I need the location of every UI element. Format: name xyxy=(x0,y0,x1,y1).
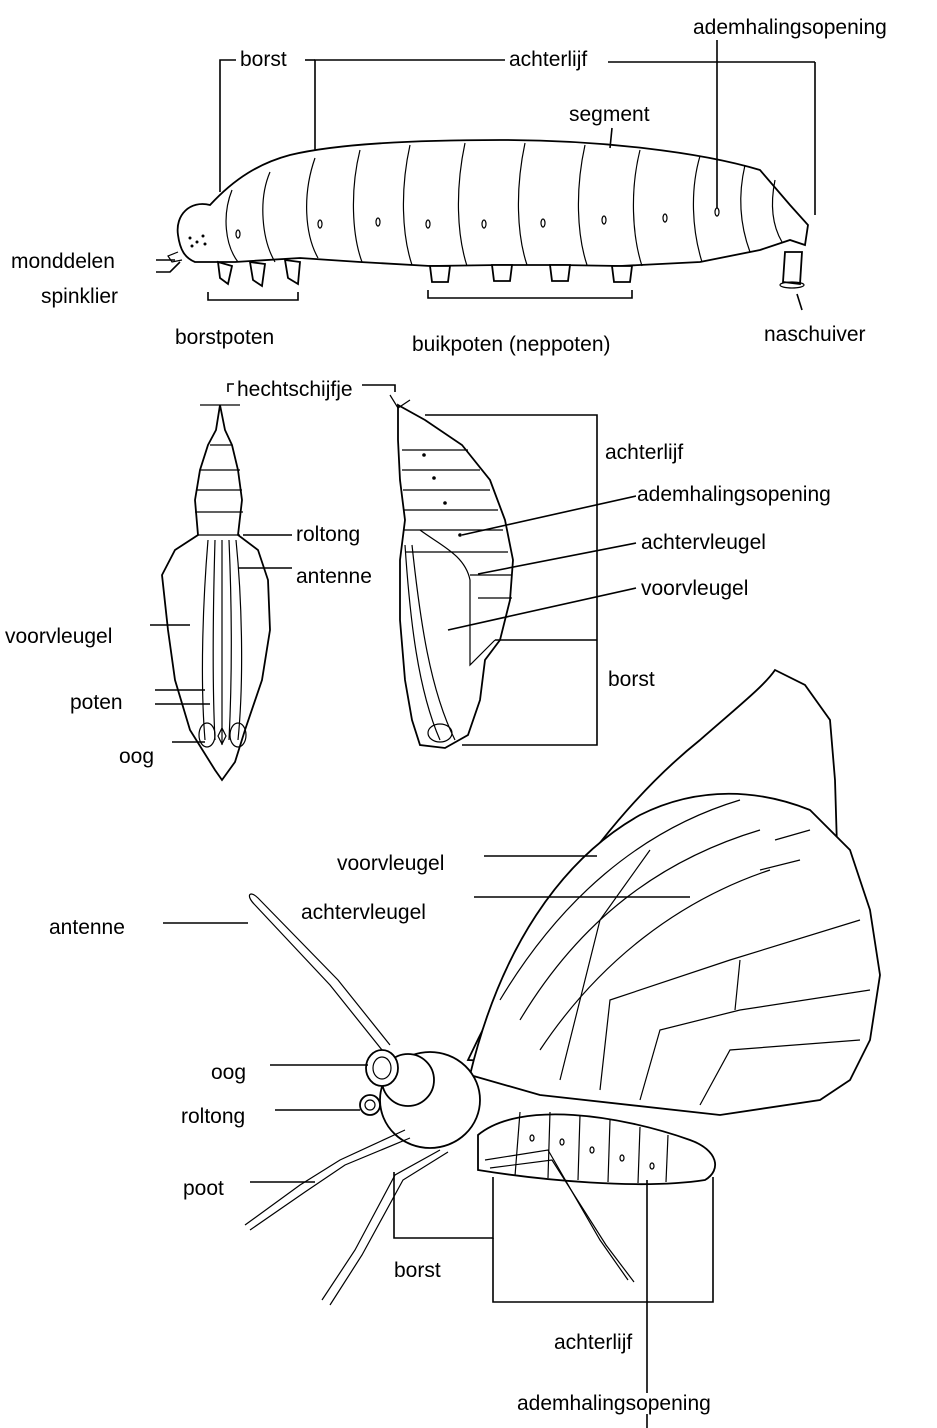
label-roltong-butterfly: roltong xyxy=(180,1106,246,1127)
label-ademhalingsopening-caterpillar: ademhalingsopening xyxy=(692,17,888,38)
label-achterlijf-pupa: achterlijf xyxy=(604,442,684,463)
label-segment: segment xyxy=(568,104,651,125)
caterpillar-body xyxy=(178,140,808,266)
label-voorvleugel-butterfly: voorvleugel xyxy=(336,853,445,874)
label-buikpoten: buikpoten (neppoten) xyxy=(411,334,612,355)
label-spinklier: spinklier xyxy=(40,286,119,307)
label-voorvleugel-pupa-front: voorvleugel xyxy=(4,626,113,647)
butterfly-drawing xyxy=(245,670,880,1305)
hindwing-shape xyxy=(470,794,880,1115)
label-antenne-butterfly: antenne xyxy=(48,917,126,938)
label-achtervleugel-butterfly: achtervleugel xyxy=(300,902,427,923)
label-ademhalingsopening-butterfly: ademhalingsopening xyxy=(516,1393,712,1414)
label-naschuiver: naschuiver xyxy=(763,324,867,345)
label-poten: poten xyxy=(69,692,124,713)
label-voorvleugel-pupa-side: voorvleugel xyxy=(640,578,749,599)
caterpillar-drawing xyxy=(168,140,808,288)
label-borst-pupa: borst xyxy=(607,669,656,690)
label-achterlijf-caterpillar: achterlijf xyxy=(508,49,588,70)
pupa-front-drawing xyxy=(162,405,270,780)
label-borst-butterfly: borst xyxy=(393,1260,442,1281)
label-roltong-pupa: roltong xyxy=(295,524,361,545)
label-achtervleugel-pupa: achtervleugel xyxy=(640,532,767,553)
label-monddelen: monddelen xyxy=(10,251,116,272)
label-achterlijf-butterfly: achterlijf xyxy=(553,1332,633,1353)
label-oog-butterfly: oog xyxy=(210,1062,247,1083)
label-borst-caterpillar: borst xyxy=(239,49,288,70)
label-borstpoten: borstpoten xyxy=(174,327,275,348)
label-poot: poot xyxy=(182,1178,225,1199)
label-hechtschijfje: hechtschijfje xyxy=(236,379,354,400)
label-oog-pupa: oog xyxy=(118,746,155,767)
label-antenne-pupa: antenne xyxy=(295,566,373,587)
label-ademhalingsopening-pupa: ademhalingsopening xyxy=(636,484,832,505)
